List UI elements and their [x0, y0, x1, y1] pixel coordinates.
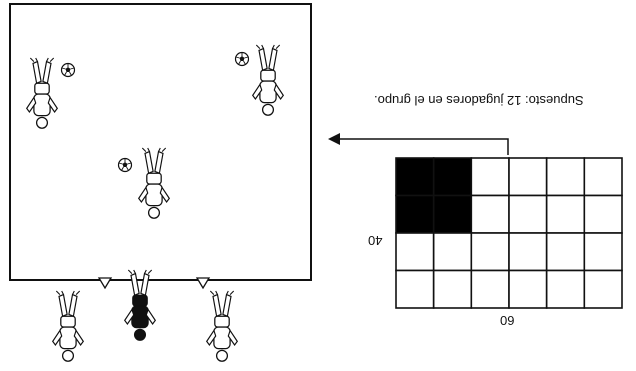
grid-cell — [470, 232, 510, 272]
grid-cell — [508, 194, 548, 234]
grid-cell-filled — [395, 157, 435, 197]
grid-cell — [545, 269, 586, 309]
grid-cell — [583, 157, 623, 197]
cone-icon — [196, 277, 210, 289]
grid-cell — [545, 157, 586, 197]
grid-cell — [508, 232, 548, 272]
grid-height-label: 40 — [368, 233, 382, 248]
player-outside-1 — [52, 290, 84, 362]
grid-cell — [545, 194, 586, 234]
grid-cell-filled — [432, 157, 473, 197]
soccer-ball-icon — [117, 157, 133, 173]
cone-icon — [98, 277, 112, 289]
grid-width-label: 60 — [500, 313, 514, 328]
grid-diagram — [395, 157, 623, 309]
grid-cell — [470, 157, 510, 197]
grid-cell — [583, 269, 623, 309]
grid-cell — [583, 232, 623, 272]
arrow-head-icon — [328, 133, 340, 145]
player-outside-3 — [206, 290, 238, 362]
grid-cell — [395, 269, 435, 309]
grid-cell — [432, 232, 473, 272]
grid-cell — [470, 269, 510, 309]
grid-cell — [583, 194, 623, 234]
grid-cell — [508, 157, 548, 197]
grid-cell — [508, 269, 548, 309]
soccer-ball-icon — [60, 62, 76, 78]
grid-cell — [545, 232, 586, 272]
playing-field — [9, 3, 312, 281]
arrow — [334, 138, 509, 155]
caption-text: Supuesto: 12 jugadores en el grupo. — [374, 93, 584, 108]
grid-cell — [470, 194, 510, 234]
grid-cell-filled — [395, 194, 435, 234]
soccer-ball-icon — [234, 51, 250, 67]
grid-cell-filled — [432, 194, 473, 234]
grid-cell — [395, 232, 435, 272]
grid-cell — [432, 269, 473, 309]
